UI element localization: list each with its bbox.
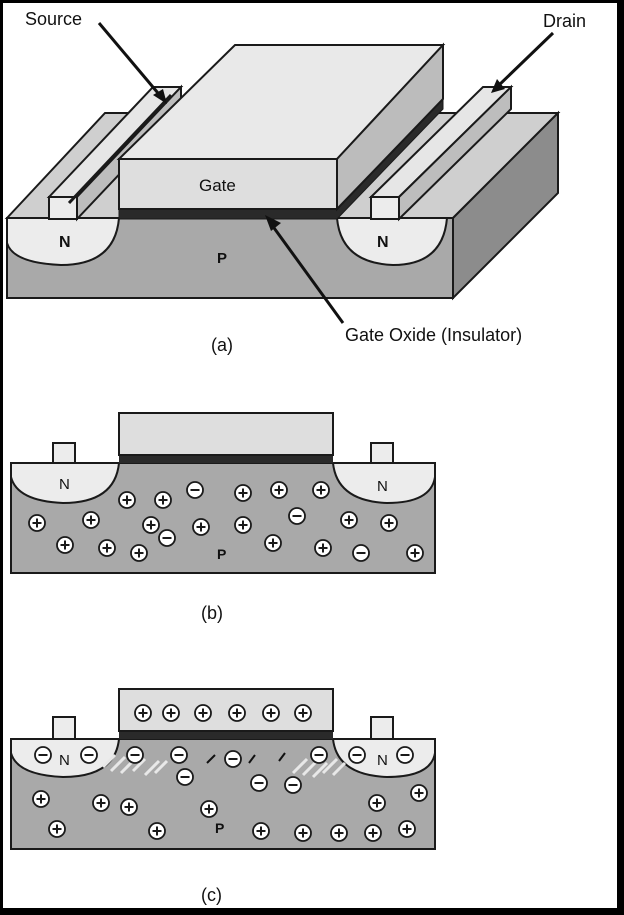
oxide-pointer-head (265, 215, 281, 231)
electron-c-13 (396, 746, 414, 764)
n-right-label-b: N (377, 478, 388, 495)
hole-b-13 (380, 514, 398, 532)
caption-a: (a) (211, 335, 233, 355)
electron-b-2 (186, 481, 204, 499)
panel-a: Source Drain Gate N N P Gate Oxide (Insu… (4, 9, 586, 355)
channel-hatching (101, 753, 347, 779)
n-left-label-c: N (59, 752, 70, 769)
hole-b-7 (82, 511, 100, 529)
carriers-b (28, 481, 424, 562)
n-left-label: N (59, 234, 71, 251)
hole-c-23 (48, 820, 66, 838)
hole-b-15 (98, 539, 116, 557)
gate-b (118, 412, 334, 456)
carriers-c (32, 704, 428, 842)
hole-c-19 (120, 798, 138, 816)
drain-pointer-head (491, 79, 505, 93)
hole-c-25 (252, 822, 270, 840)
hole-b-5 (312, 481, 330, 499)
hole-c-5 (294, 704, 312, 722)
electron-c-14 (176, 768, 194, 786)
gate-label: Gate (199, 176, 236, 195)
source-label: Source (25, 9, 82, 29)
panel-b: N N P (b) (10, 412, 436, 623)
hole-b-21 (406, 544, 424, 562)
hole-c-28 (364, 824, 382, 842)
source-contact-b (52, 442, 76, 464)
electron-c-8 (126, 746, 144, 764)
hole-b-18 (264, 534, 282, 552)
drain-pointer (495, 31, 555, 89)
p-label-b: P (217, 546, 226, 562)
hole-c-26 (294, 824, 312, 842)
hole-c-2 (194, 704, 212, 722)
n-right-label: N (377, 234, 389, 251)
electron-c-12 (348, 746, 366, 764)
drift-arrows (206, 752, 286, 764)
electron-c-11 (310, 746, 328, 764)
drain-contact-b (370, 442, 394, 464)
hole-c-18 (92, 794, 110, 812)
electron-c-7 (80, 746, 98, 764)
hole-c-3 (228, 704, 246, 722)
hole-c-4 (262, 704, 280, 722)
hole-b-10 (234, 516, 252, 534)
drain-contact-front (370, 196, 400, 220)
panel-c: N N P (c) (10, 688, 436, 905)
electron-c-15 (250, 774, 268, 792)
electron-b-11 (288, 507, 306, 525)
hole-b-19 (314, 539, 332, 557)
hole-c-24 (148, 822, 166, 840)
n-well-right-b (331, 462, 436, 505)
mosfet-figure: Source Drain Gate N N P Gate Oxide (Insu… (4, 9, 586, 905)
hole-c-20 (200, 800, 218, 818)
electron-c-10 (224, 750, 242, 768)
p-label: P (217, 250, 227, 267)
hole-c-0 (134, 704, 152, 722)
source-rail (67, 93, 173, 205)
hole-b-16 (130, 544, 148, 562)
electron-c-9 (170, 746, 188, 764)
oxide-label: Gate Oxide (Insulator) (345, 325, 522, 345)
hole-c-17 (32, 790, 50, 808)
hole-b-3 (234, 484, 252, 502)
hole-b-8 (142, 516, 160, 534)
hole-b-4 (270, 481, 288, 499)
electron-c-16 (284, 776, 302, 794)
hole-b-14 (56, 536, 74, 554)
drain-contact-c (370, 716, 394, 740)
source-pointer-head (153, 89, 167, 104)
hole-c-1 (162, 704, 180, 722)
hole-c-29 (398, 820, 416, 838)
hole-b-12 (340, 511, 358, 529)
hole-c-27 (330, 824, 348, 842)
hole-c-22 (410, 784, 428, 802)
figure-frame: Source Drain Gate N N P Gate Oxide (Insu… (3, 3, 617, 908)
source-pointer (97, 22, 165, 100)
source-contact-c (52, 716, 76, 740)
p-label-c: P (215, 820, 224, 836)
n-well-left (6, 217, 121, 267)
caption-c: (c) (201, 885, 222, 905)
hole-c-21 (368, 794, 386, 812)
hole-b-1 (154, 491, 172, 509)
gate-oxide-c (119, 731, 333, 739)
n-well-left-b (10, 462, 121, 505)
gate-oxide-b (119, 455, 333, 463)
caption-b: (b) (201, 603, 223, 623)
n-right-label-c: N (377, 752, 388, 769)
n-well-right (335, 217, 449, 267)
hole-b-9 (192, 518, 210, 536)
electron-b-20 (352, 544, 370, 562)
gate-front (118, 158, 338, 210)
drain-label: Drain (543, 11, 586, 31)
oxide-pointer (267, 220, 345, 324)
hole-b-6 (28, 514, 46, 532)
electron-b-17 (158, 529, 176, 547)
electron-c-6 (34, 746, 52, 764)
n-left-label-b: N (59, 476, 70, 493)
hole-b-0 (118, 491, 136, 509)
